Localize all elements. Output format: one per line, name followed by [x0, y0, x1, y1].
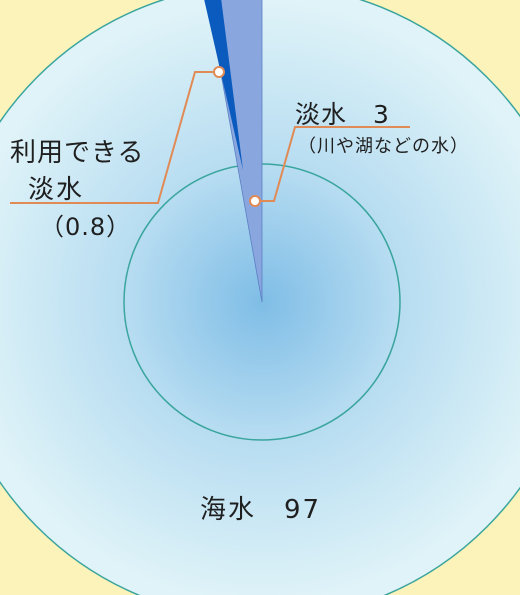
- usable-fresh-water-label-line2: 淡水: [28, 175, 85, 205]
- usable-fresh-water-label-line1: 利用できる: [10, 138, 145, 168]
- usable-fresh-water-wedge: [204, 0, 243, 170]
- usable-fresh-water-marker: [213, 66, 225, 78]
- sea-water-label: 海水 97: [200, 495, 322, 525]
- usable-fresh-water-leader-line: [10, 71, 219, 204]
- fresh-water-note: （川や湖などの水）: [298, 136, 469, 157]
- fresh-water-marker: [249, 195, 261, 207]
- usable-fresh-water-value: （0.8）: [40, 213, 132, 241]
- fresh-water-label: 淡水 3: [295, 100, 390, 129]
- fresh-water-leader-line: [255, 126, 410, 202]
